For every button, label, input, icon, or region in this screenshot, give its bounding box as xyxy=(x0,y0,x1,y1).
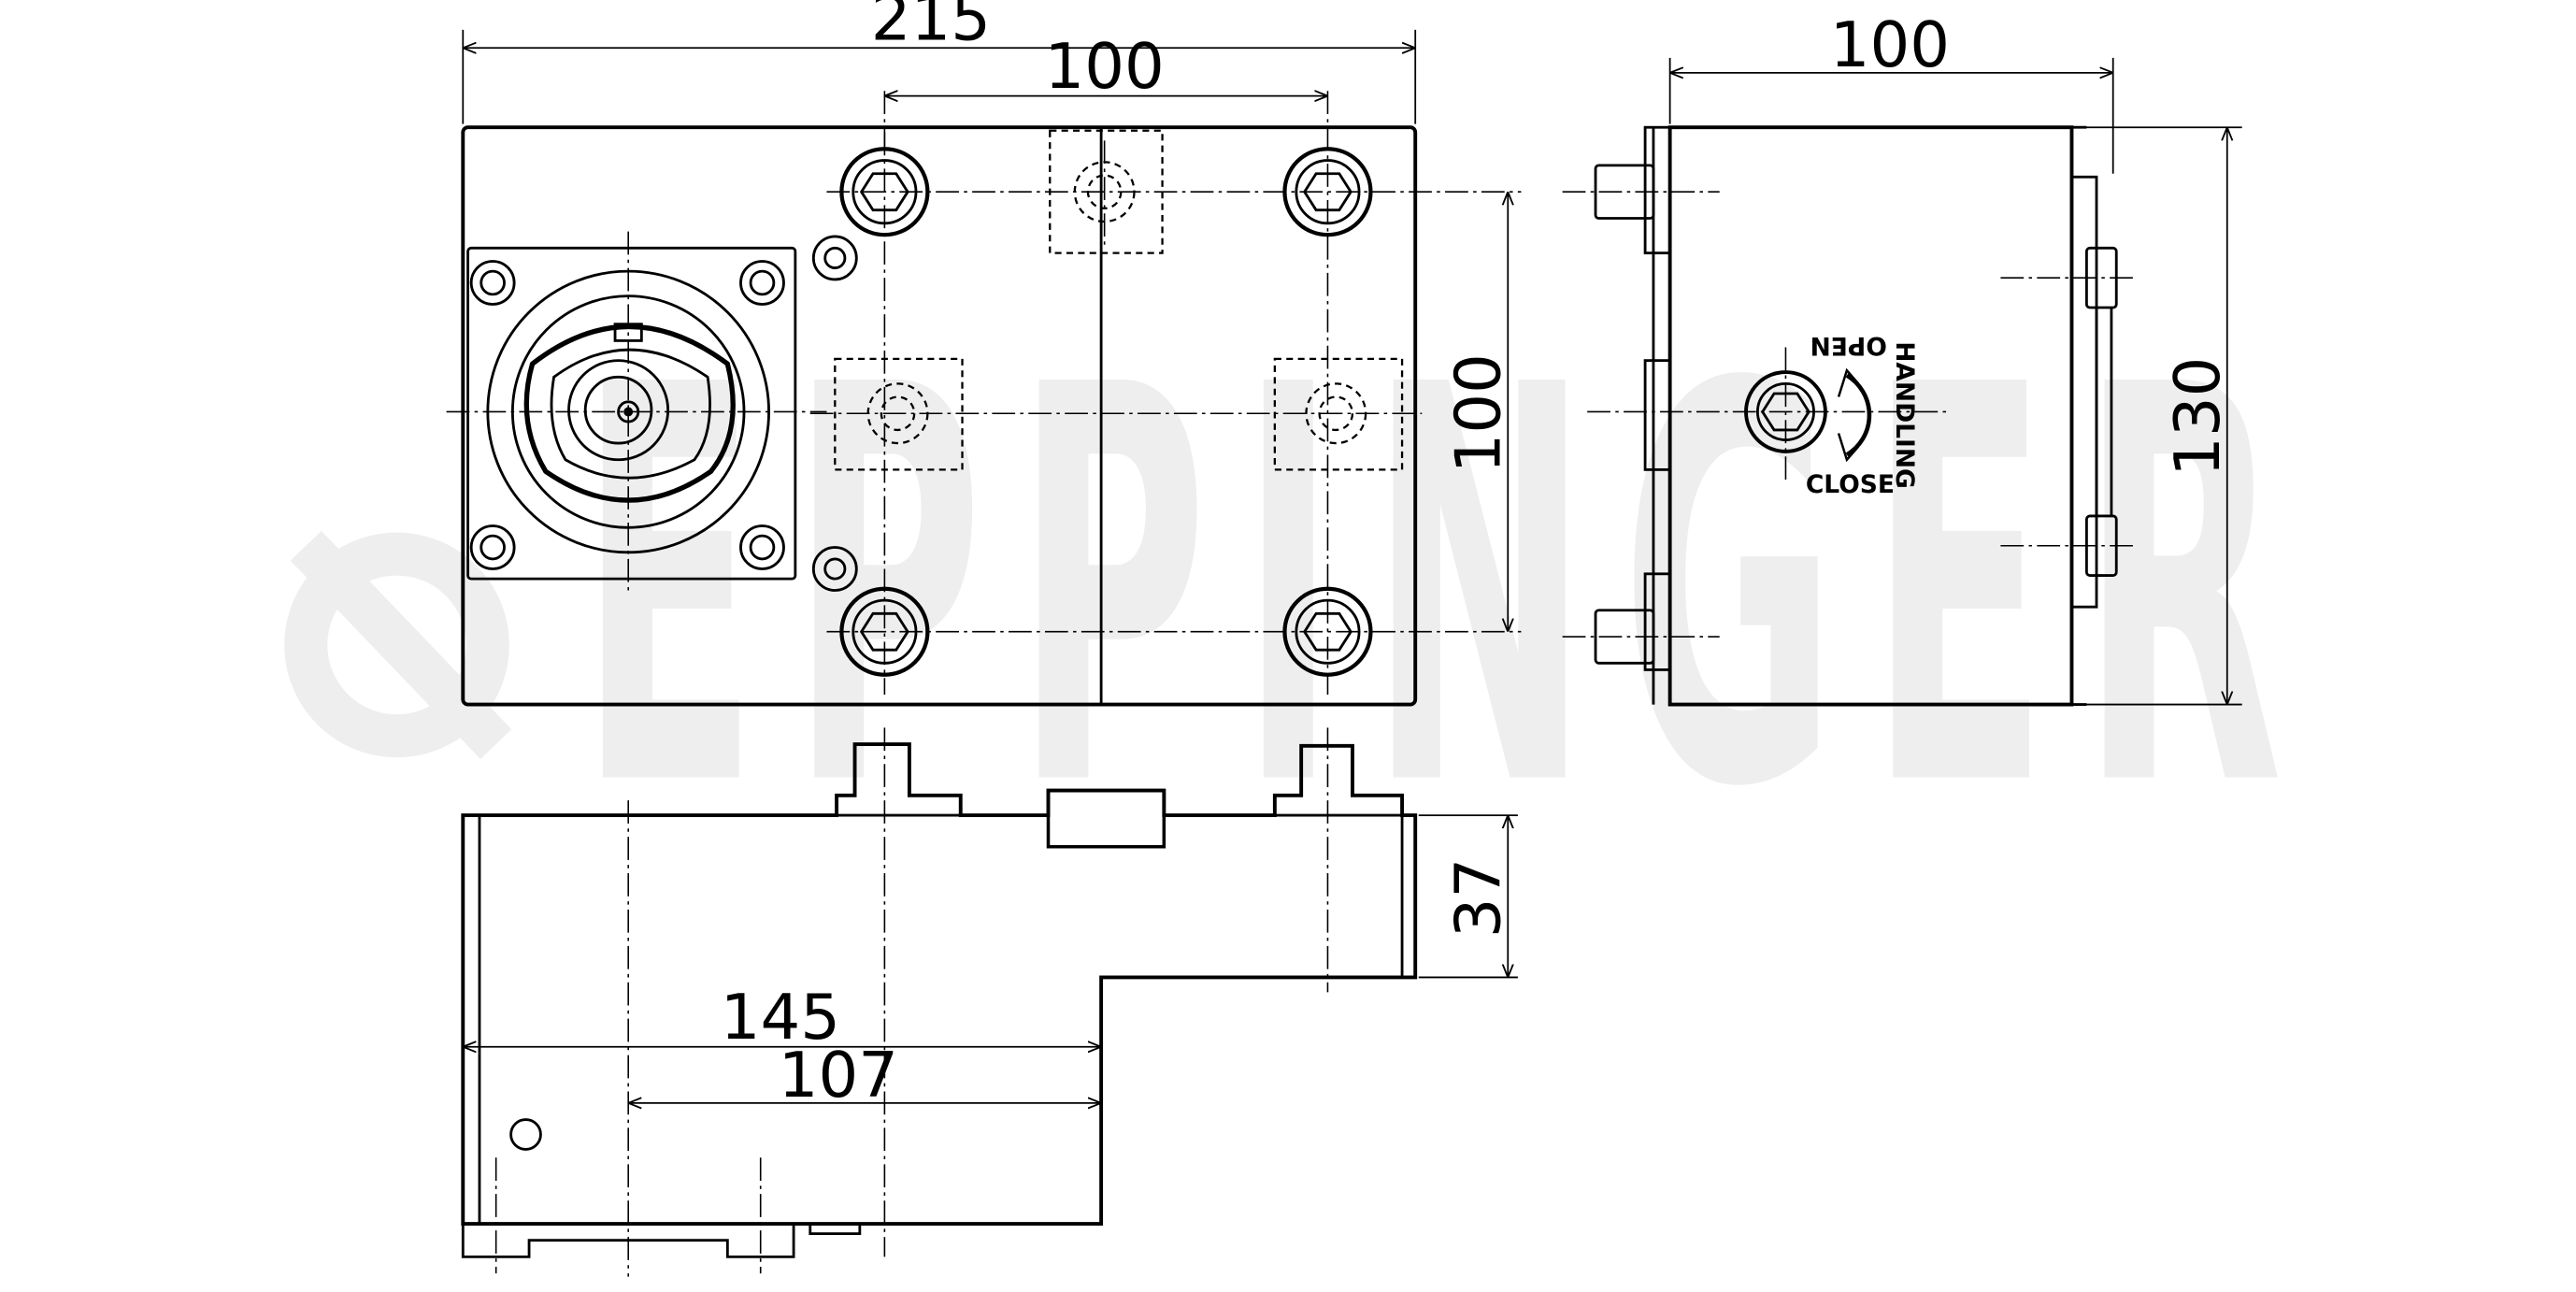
front-view xyxy=(461,727,1418,1277)
label-handling: HANDLING xyxy=(1890,341,1919,489)
top-view xyxy=(446,91,1522,707)
dim-100-horizontal: 100 xyxy=(1045,30,1165,103)
dim-130: 130 xyxy=(2161,357,2234,477)
dim-215: 215 xyxy=(871,0,991,54)
dim-107: 107 xyxy=(779,1039,898,1112)
front-center-lines xyxy=(494,727,1329,1277)
label-open: OPEN xyxy=(1810,331,1887,360)
dim-side-100: 100 xyxy=(1830,8,1950,81)
flange-screws xyxy=(469,260,785,570)
pin-hole xyxy=(509,1118,542,1151)
flange-square xyxy=(466,246,797,581)
dim-145: 145 xyxy=(721,981,840,1054)
top-dimensions xyxy=(462,29,1508,632)
watermark: EPPINGER xyxy=(284,270,2249,906)
watermark-logo-icon xyxy=(284,530,512,759)
top-view-outline xyxy=(461,125,1418,707)
side-view xyxy=(1562,125,2133,707)
side-dimensions xyxy=(1668,57,2242,706)
side-center-lines xyxy=(1562,191,2133,638)
label-close: CLOSE xyxy=(1806,470,1895,499)
dim-37: 37 xyxy=(1441,858,1514,939)
dim-100-vertical: 100 xyxy=(1441,353,1514,473)
front-dimensions xyxy=(463,814,1518,1103)
center-lines xyxy=(446,91,1522,695)
